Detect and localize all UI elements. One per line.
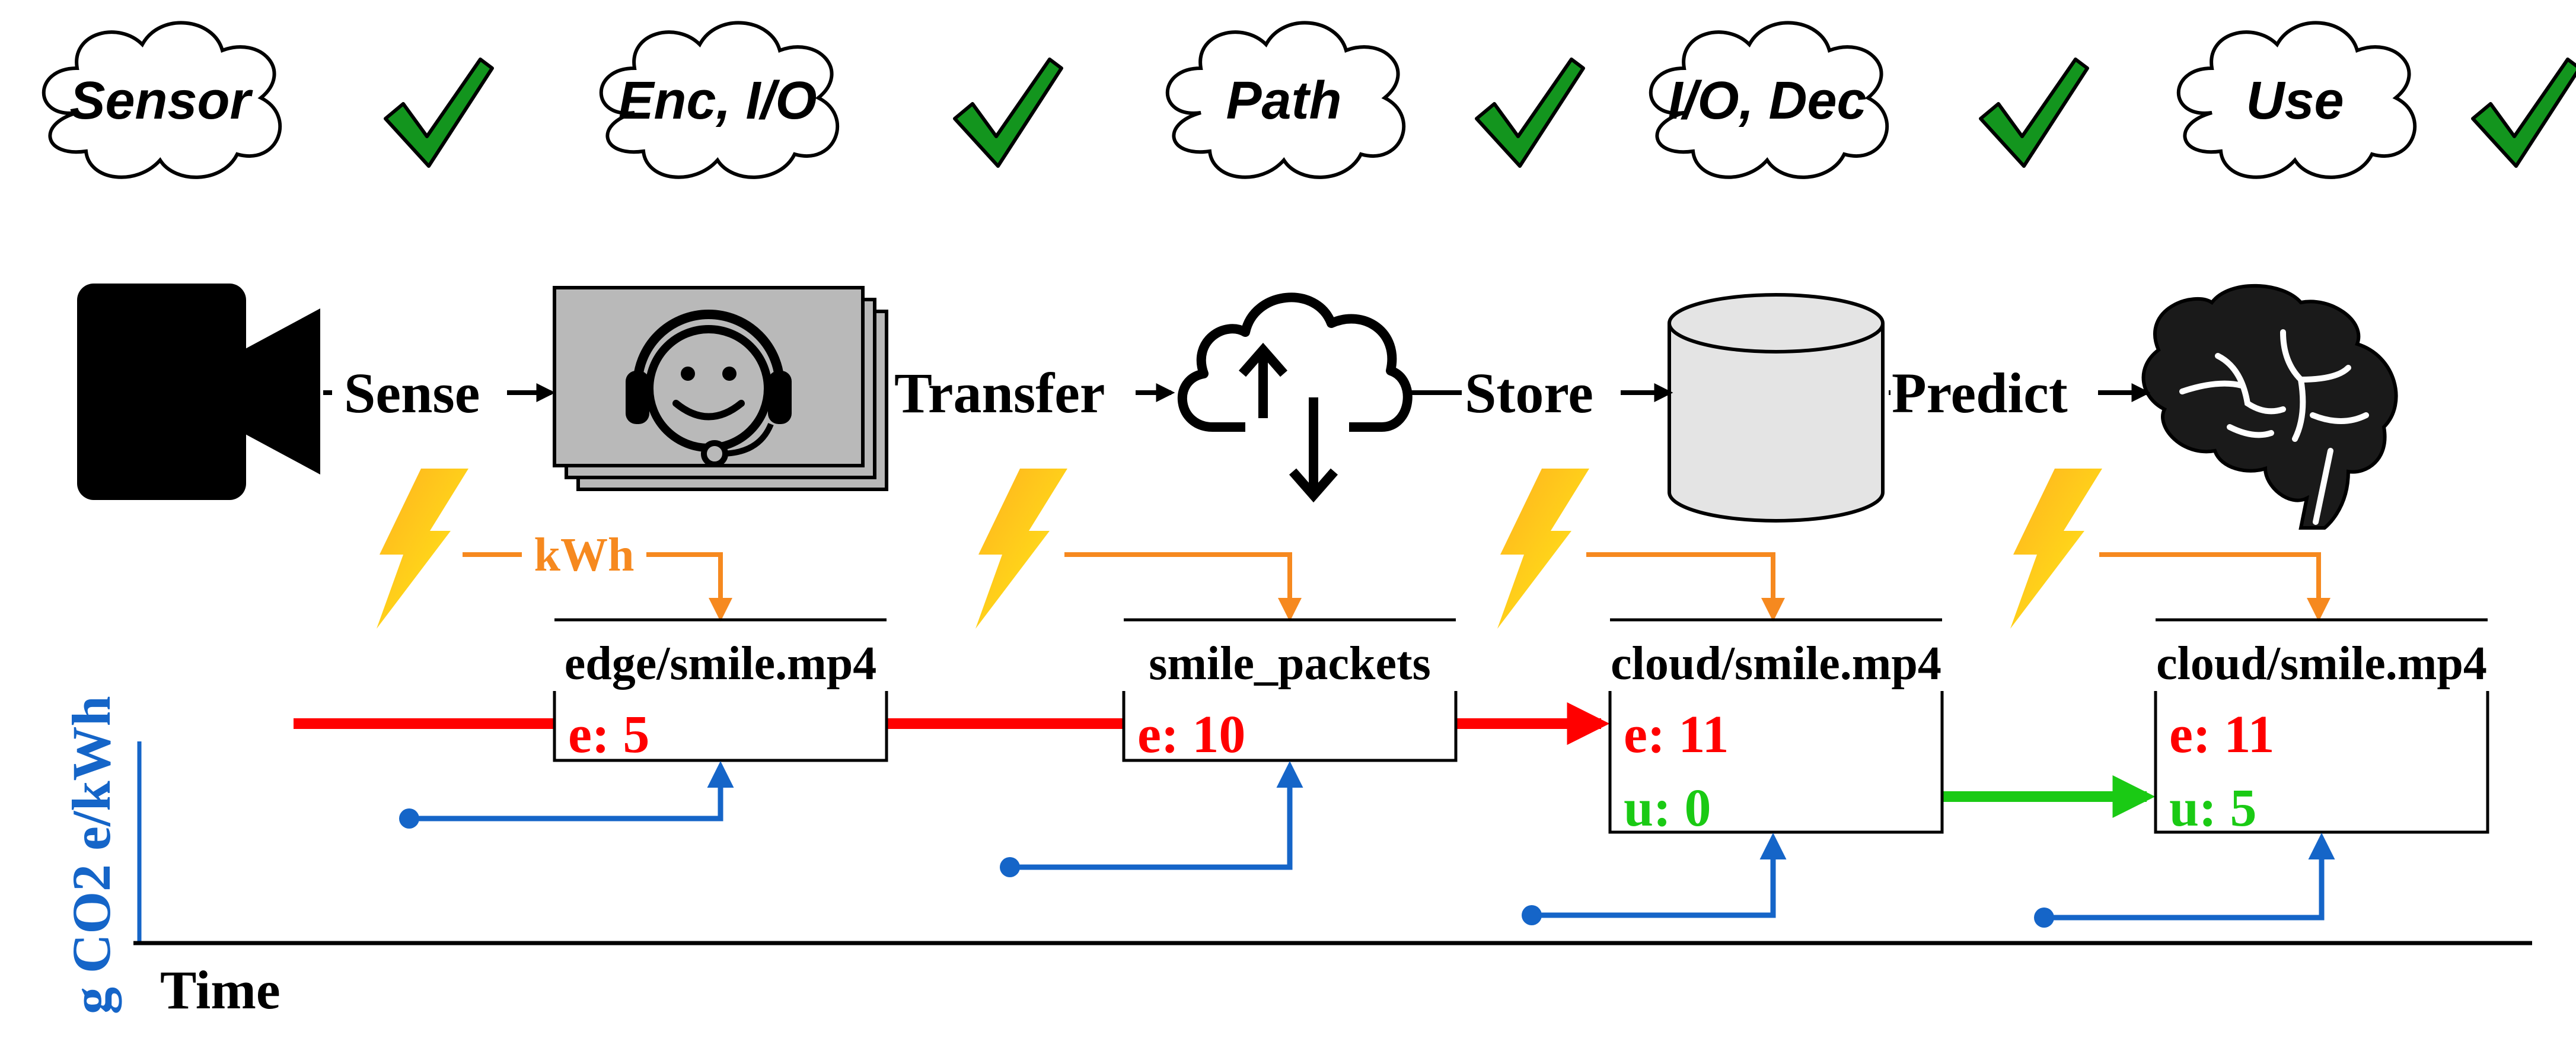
checkmark-icon [955, 59, 1061, 166]
carbon-intensity-arrow [1000, 761, 1303, 877]
record-filename: edge/smile.mp4 [565, 638, 877, 690]
record-use: u: 5 [2169, 779, 2257, 838]
record-use: u: 0 [1624, 779, 1711, 838]
record-filename: cloud/smile.mp4 [1611, 638, 1941, 690]
record-embodied: e: 10 [1137, 705, 1245, 764]
record-embodied: e: 11 [2169, 705, 2274, 764]
carbon-intensity-arrow [1522, 833, 1787, 925]
record-filename: smile_packets [1149, 638, 1431, 690]
stage-use: Use [2179, 23, 2415, 177]
record-smile-packets: smile_packets e: 10 [1122, 618, 1458, 764]
energy-arrow [1586, 552, 1785, 622]
x-axis-label: Time [160, 960, 280, 1020]
record-filename: cloud/smile.mp4 [2156, 638, 2487, 690]
checkmark-icon [1477, 59, 1583, 166]
lightning-icon [377, 469, 468, 629]
energy-arrow [2099, 552, 2330, 622]
lightning-icon [2010, 469, 2102, 629]
stage-label: Use [2246, 71, 2344, 130]
brain-icon [2141, 284, 2398, 530]
energy-arrow [1064, 552, 1302, 622]
sense-label: Sense [344, 361, 480, 425]
transfer-label: Transfer [894, 361, 1105, 425]
database-icon [1668, 293, 1885, 523]
record-cloud-store: cloud/smile.mp4 e: 11 u: 0 [1608, 618, 1944, 838]
stage-path: Path [1168, 23, 1404, 177]
store-label: Store [1465, 361, 1593, 425]
cloud-transfer-icon [1177, 292, 1413, 503]
lightning-icon [1497, 469, 1589, 629]
camera-icon [77, 284, 320, 500]
stage-label: I/O, Dec [1668, 71, 1866, 130]
stage-sensor: Sensor [44, 23, 280, 177]
energy-unit-label: kWh [534, 529, 635, 581]
carbon-intensity-arrow [2034, 833, 2335, 928]
checkmark-icon [2473, 59, 2576, 166]
predict-label: Predict [1892, 361, 2068, 425]
y-axis-label: g CO2 e/kWh [61, 696, 122, 1014]
carbon-intensity-arrow [399, 761, 734, 829]
lightning-icon [975, 469, 1067, 629]
energy-arrow: kWh [463, 529, 732, 622]
agent-icon [553, 286, 888, 491]
stage-io-dec: I/O, Dec [1651, 23, 1887, 177]
stage-label: Enc, I/O [618, 71, 817, 130]
record-edge-smile: edge/smile.mp4 e: 5 [553, 618, 888, 764]
record-cloud-predict: cloud/smile.mp4 e: 11 u: 5 [2154, 618, 2489, 838]
checkmark-icon [385, 59, 492, 166]
checkmark-icon [1981, 59, 2087, 166]
stage-enc-io: Enc, I/O [601, 23, 837, 177]
stage-label: Sensor [69, 71, 253, 130]
record-embodied: e: 11 [1624, 705, 1729, 764]
record-embodied: e: 5 [568, 705, 649, 764]
stage-label: Path [1226, 71, 1341, 130]
